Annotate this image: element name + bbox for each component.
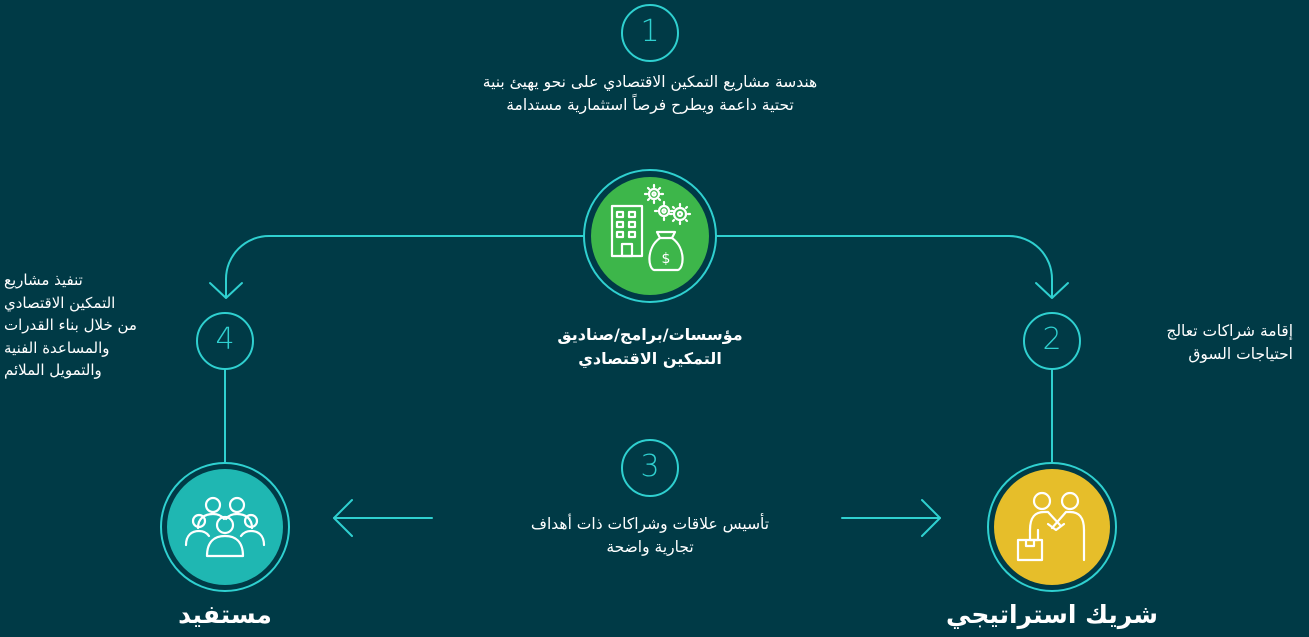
connector-left-top: [225, 235, 585, 297]
institution-label: مؤسسات/برامج/صناديق التمكين الاقتصادي: [480, 323, 820, 371]
step-2-line-1: إقامة شراكات تعالج: [1166, 322, 1293, 340]
step-2-number: 2: [1042, 322, 1062, 357]
arrow-down-right-icon: [1035, 282, 1069, 299]
step-3-number: 3: [640, 449, 660, 484]
step-1-line-2: تحتية داعمة ويطرح فرصاً استثمارية مستدام…: [506, 96, 794, 114]
institution-label-line-1: مؤسسات/برامج/صناديق: [557, 325, 743, 344]
step-2-line-2: احتياجات السوق: [1188, 345, 1293, 363]
step-4-line-4: والمساعدة الفنية: [4, 338, 110, 357]
step-1-ring: [621, 4, 679, 62]
people-group-icon: [184, 496, 266, 558]
step-4-line-1: تنفيذ مشاريع: [4, 271, 83, 289]
beneficiary-circle: [167, 469, 283, 585]
step-4-line-5: والتمويل الملائم: [4, 361, 102, 379]
partner-outer-ring: [987, 462, 1117, 592]
step-4-description: تنفيذ مشاريع التمكين الاقتصادي من خلال ب…: [4, 269, 194, 382]
building-gears-moneybag-icon: $: [610, 183, 692, 272]
step-4-line-2: التمكين الاقتصادي: [4, 293, 116, 312]
step-3-line-1: تأسيس علاقات وشراكات ذات أهداف: [530, 515, 770, 533]
step-3-line-2: تجارية واضحة: [606, 538, 694, 556]
partner-label: شريك استراتيجي: [946, 600, 1158, 629]
step-2-description: إقامة شراكات تعالج احتياجات السوق: [1100, 320, 1293, 366]
step-1-description: هندسة مشاريع التمكين الاقتصادي على نحو ي…: [355, 71, 945, 117]
arrow-down-left-icon: [209, 282, 243, 299]
institution-label-line-2: التمكين الاقتصادي: [578, 349, 722, 368]
step-1-line-1: هندسة مشاريع التمكين الاقتصادي على نحو ي…: [482, 73, 818, 91]
step-3-description: تأسيس علاقات وشراكات ذات أهداف تجارية وا…: [440, 513, 860, 559]
arrow-left-icon: [333, 499, 353, 537]
beneficiary-label: مستفيد: [178, 600, 272, 629]
step-3-ring: [621, 439, 679, 497]
arrow-right-icon: [921, 499, 941, 537]
step-4-line-3: من خلال بناء القدرات: [4, 316, 137, 334]
step-1-number: 1: [640, 14, 660, 49]
step-4-number: 4: [215, 322, 235, 357]
connector-right-top: [715, 235, 1053, 297]
svg-text:$: $: [662, 251, 671, 267]
handshake-icon: [1016, 491, 1086, 562]
beneficiary-outer-ring: [160, 462, 290, 592]
